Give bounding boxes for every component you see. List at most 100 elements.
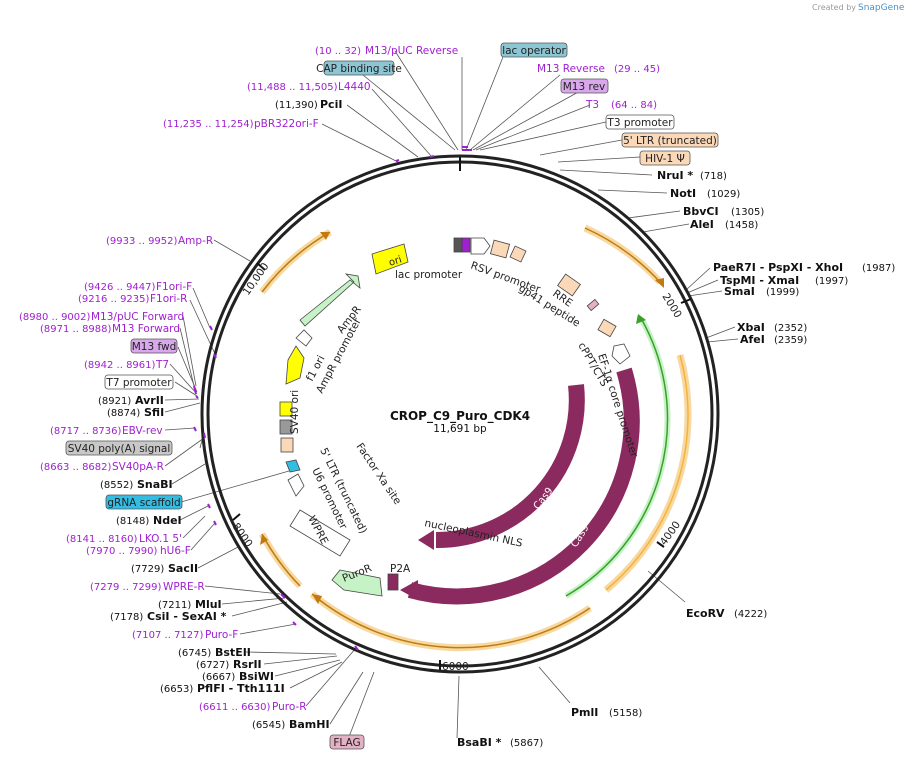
feature-lac-promoter: lac promoter [395,269,463,281]
enzyme-name: XbaI [737,321,765,334]
plasmid-size: 11,691 bp [433,423,487,435]
primer-name: Puro-F [205,629,238,641]
enzyme-pos: (6727) [196,660,229,671]
primer-range: (7279 .. 7299) [90,582,162,593]
primer-name: LKO.1 5' [139,533,182,545]
cas9-outer-head [400,580,418,600]
feature-ori: ori [388,254,404,268]
enzyme-pos: (1029) [707,189,740,200]
enzyme-labels: (11,390) PciI NruI * (718) NotI (1029) B… [98,98,895,749]
primer-name: M13/pUC Reverse [365,45,458,57]
primer-range: (7107 .. 7127) [132,630,204,641]
credit-prefix: Created by [812,3,856,12]
label-5ltr: 5' LTR (truncated) [623,135,717,147]
primer-name: L4440 [338,81,371,93]
enzyme-name: PflFI - Tth111I [197,682,285,695]
primer-range: (64 .. 84) [611,100,657,111]
enzyme-pos: (1987) [862,263,895,274]
primer-range: (29 .. 45) [614,64,660,75]
primer-range: (9426 .. 9447) [84,282,156,293]
enzyme-pos: (4222) [734,609,767,620]
enzyme-name: CsiI - SexAI * [147,610,227,623]
cas9-inner-head [418,530,434,550]
enzyme-pos: (6653) [160,684,193,695]
label-m13-rev: M13 rev [563,81,606,93]
primer-range: (7970 .. 7990) [86,546,158,557]
label-hiv-psi: HIV-1 Ψ [645,153,685,165]
primer-name: pBR322ori-F [254,118,319,130]
enzyme-name: AvrII [135,394,164,407]
primer-name: WPRE-R [163,581,205,593]
primer-name: M13/pUC Forward [91,311,184,323]
enzyme-name: SfiI [144,406,164,419]
enzyme-pos: (8552) [100,480,133,491]
label-sv40-polya: SV40 poly(A) signal [68,443,171,455]
primer-name: F1ori-R [150,293,187,305]
primer-range: (8717 .. 8736) [50,426,122,437]
primer-name: M13 Forward [112,323,180,335]
enzyme-name: NotI [670,187,696,200]
enzyme-name: BsaBI * [457,736,502,749]
enzyme-pos: (5158) [609,708,642,719]
primer-name: Amp-R [178,235,213,247]
enzyme-pos: (1999) [766,287,799,298]
enzyme-name: PciI [320,98,342,111]
enzyme-pos: (6667) [202,672,235,683]
enzyme-pos: (11,390) [275,100,318,111]
enzyme-pos: (2359) [774,335,807,346]
cas9-arc-outer [407,367,640,605]
enzyme-name: MluI [195,598,222,611]
enzyme-pos: (8921) [98,396,131,407]
feature-sv40-ori: SV40 ori [289,390,301,434]
primer-labels: (10 .. 32) M13/pUC Reverse (11,488 .. 11… [19,45,660,713]
backbone-outer [200,154,720,674]
boxed-labels: lac operator CAP binding site M13 rev T3… [65,42,719,750]
green-arc-head [636,314,646,324]
primer-name: T3 [585,99,599,111]
label-flag: FLAG [333,737,360,749]
enzyme-name: BbvCI [683,205,719,218]
enzyme-name: SmaI [724,285,755,298]
label-cap-binding-site: CAP binding site [316,63,402,75]
primer-range: (8663 .. 8682) [40,462,112,473]
primer-name: F1ori-F [156,281,192,293]
enzyme-pos: (2352) [774,323,807,334]
label-grna-scaffold: gRNA scaffold [107,497,180,509]
primer-range: (9933 .. 9952) [106,236,178,247]
primer-name: M13 Reverse [537,63,605,75]
feature-p2a: P2A [390,563,411,575]
primer-range: (11,235 .. 11,254) [163,119,254,130]
primer-name: hU6-F [160,545,191,557]
tick-label-2000: 2000 [659,291,683,320]
green-arc-line [565,319,669,597]
primer-range: (11,488 .. 11,505) [247,82,338,93]
primer-ticks [193,146,472,651]
enzyme-name: BamHI [289,718,330,731]
primer-range: (8942 .. 8961) [84,360,156,371]
enzyme-pos: (6545) [252,720,285,731]
primer-range: (8971 .. 8988) [40,324,112,335]
label-t3-promoter: T3 promoter [606,117,673,129]
label-lac-operator: lac operator [502,45,566,57]
label-t7-promoter: T7 promoter [105,377,172,389]
primer-range: (10 .. 32) [315,46,361,57]
enzyme-pos: (718) [700,171,727,182]
enzyme-name: NruI * [657,169,693,182]
enzyme-name: PaeR7I - PspXI - XhoI [713,261,843,274]
tick-marks [232,157,692,670]
primer-range: (8980 .. 9002) [19,312,91,323]
enzyme-name: NdeI [153,514,182,527]
primer-range: (9216 .. 9235) [78,294,150,305]
primer-name: SV40pA-R [112,461,164,473]
enzyme-pos: (5867) [510,738,543,749]
enzyme-name: AleI [690,218,714,231]
enzyme-pos: (8148) [116,516,149,527]
cas9-arc-inner [435,384,585,549]
orange-arc-heads [260,232,664,604]
enzyme-name: PmlI [571,706,598,719]
tick-label-6000: 6000 [442,661,469,673]
feature-factor-xa-site: Factor Xa site [354,441,404,507]
enzyme-pos: (1458) [725,220,758,231]
primer-name: Puro-R [272,701,307,713]
